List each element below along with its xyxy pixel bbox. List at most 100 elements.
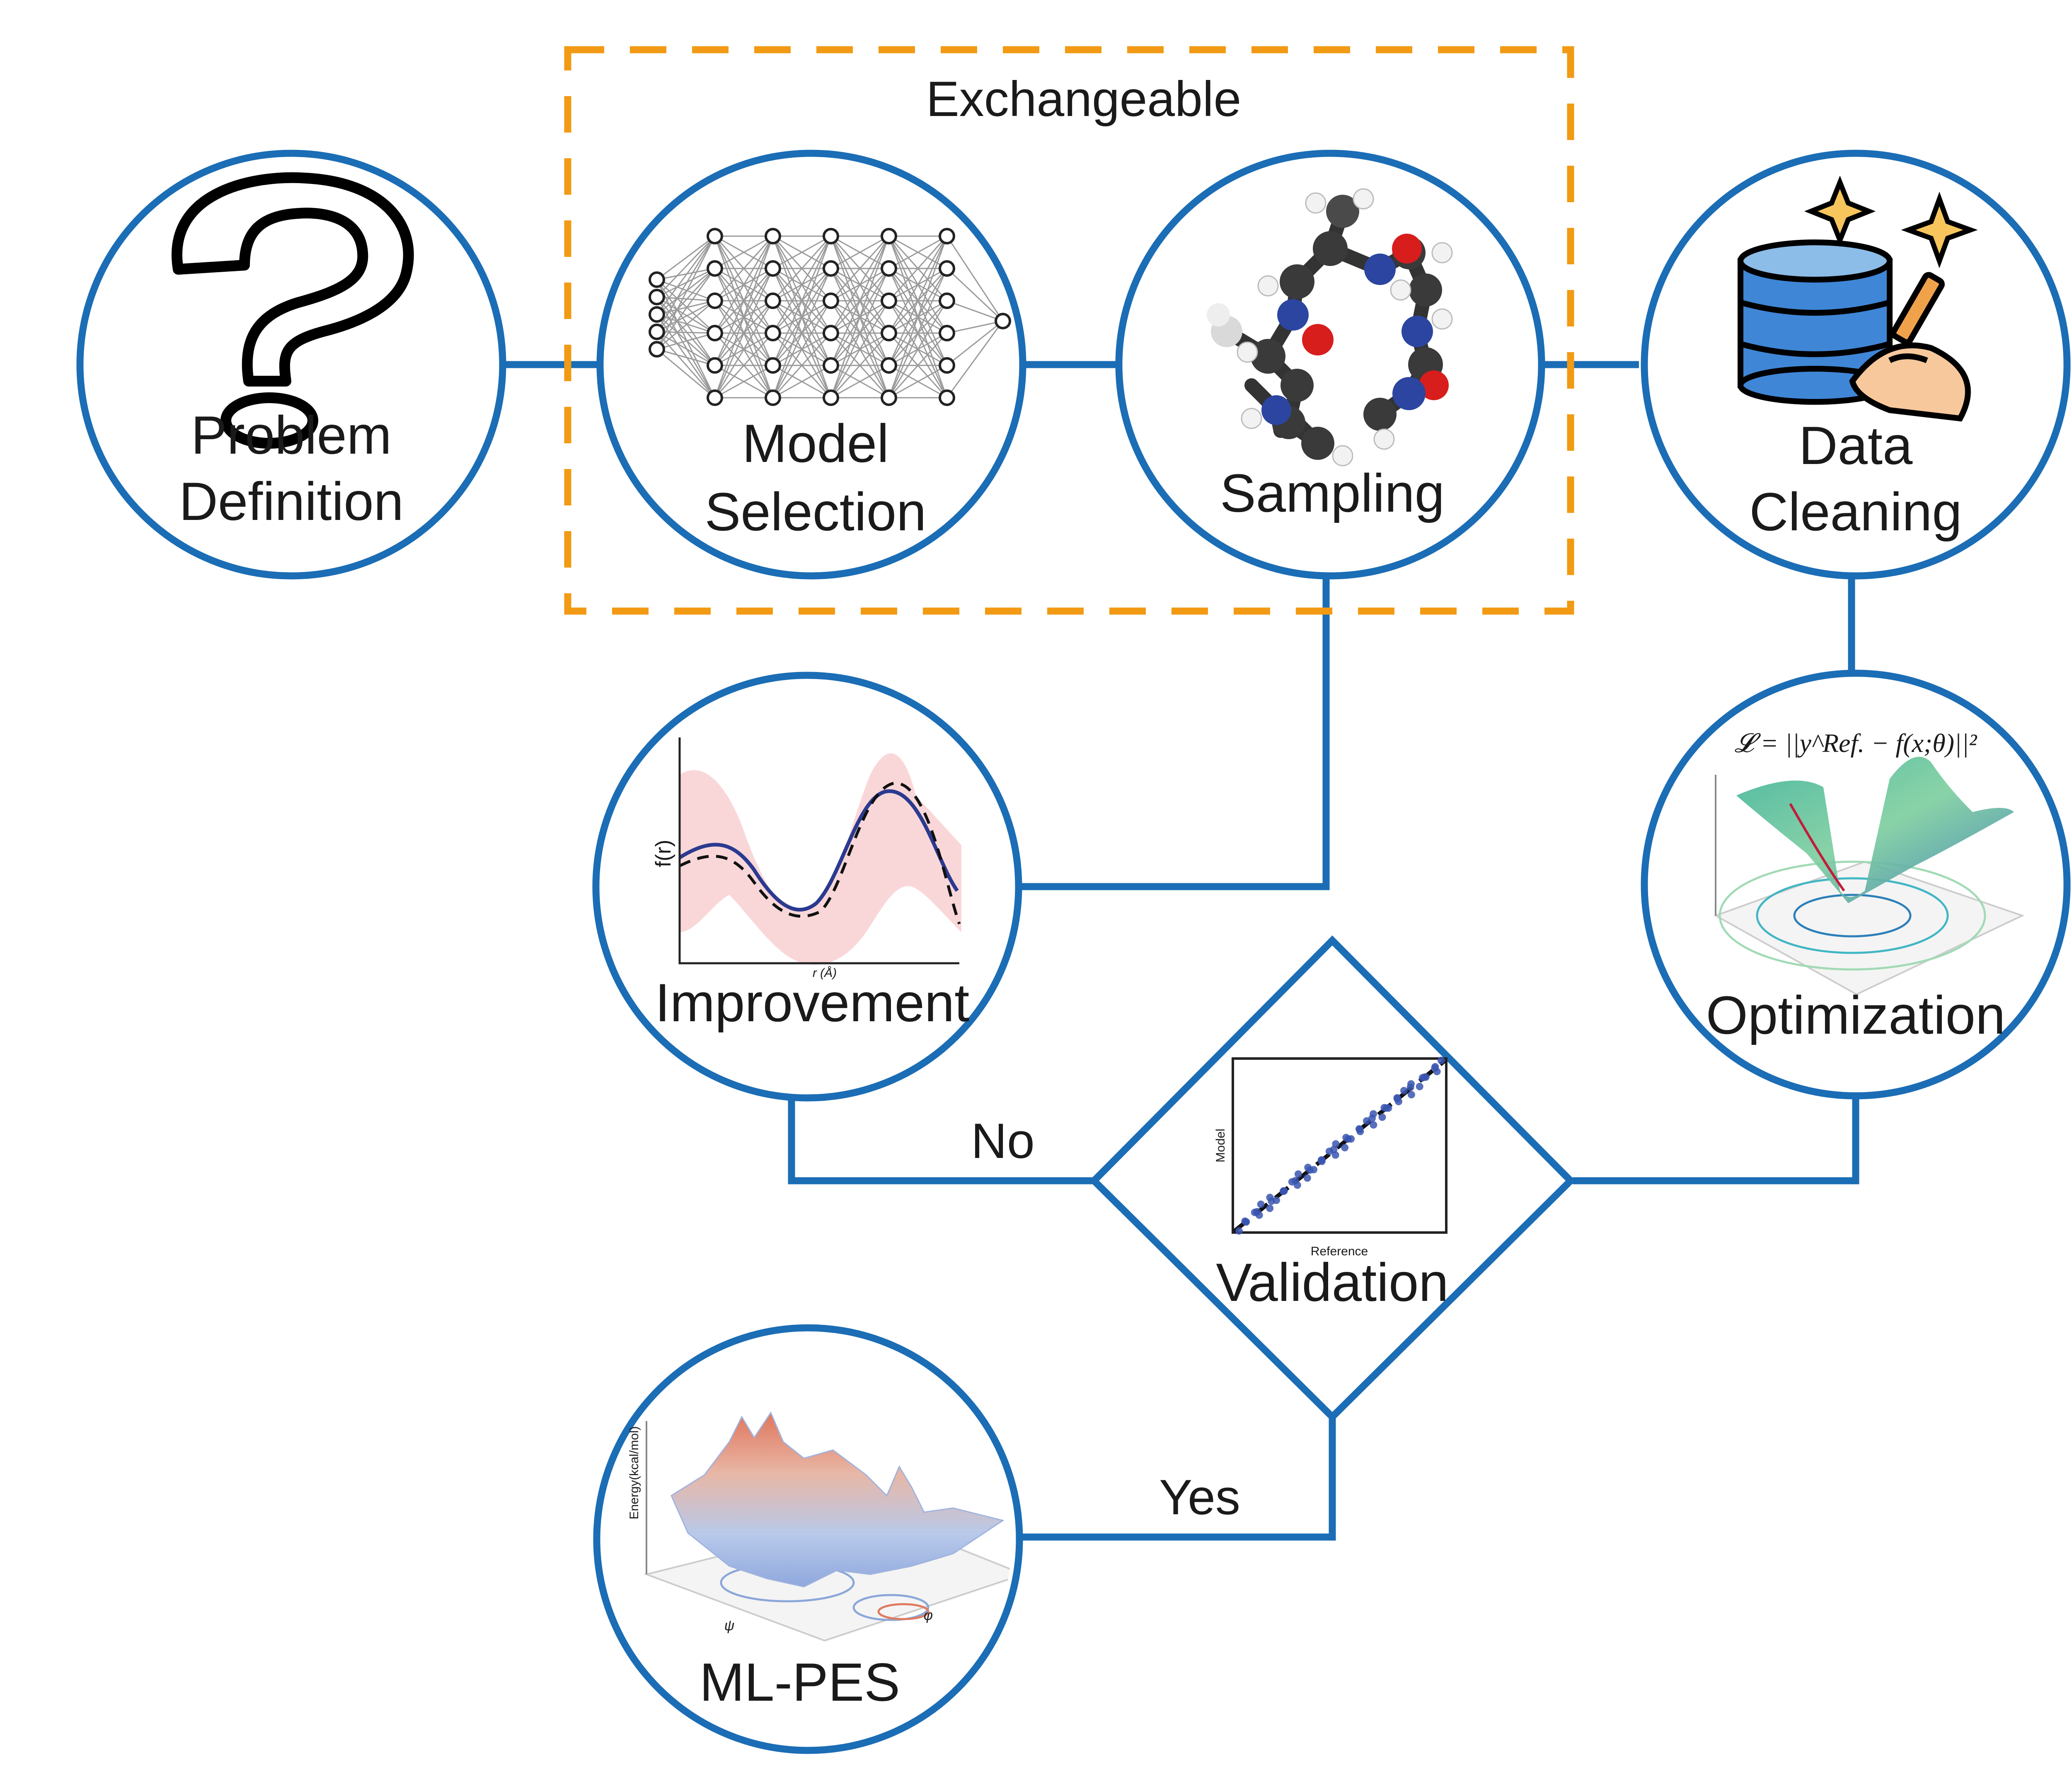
node-improvement[interactable]: r (Å) f(r) Improvement <box>592 672 1022 1102</box>
parity-point <box>1273 1196 1280 1204</box>
nn-edge <box>772 235 832 302</box>
parity-point <box>1385 1104 1392 1112</box>
sampling-label: Sampling <box>1220 463 1445 523</box>
molecule-icon <box>1207 188 1453 467</box>
nn-edge <box>656 300 715 333</box>
nn-node <box>823 260 839 277</box>
nn-edge <box>714 236 774 334</box>
nn-edge <box>656 314 716 398</box>
nn-edge <box>946 300 1003 322</box>
nn-edge <box>714 332 774 399</box>
edge-sampling-improvement <box>1011 578 1330 890</box>
nn-edge <box>888 235 947 269</box>
nn-node <box>649 271 665 288</box>
nn-edge <box>656 236 716 332</box>
loss-surface-icon <box>1714 757 2025 996</box>
nn-edge <box>714 236 774 398</box>
node-model-selection[interactable]: Model Selection <box>596 150 1026 580</box>
nn-edge <box>656 297 716 366</box>
nn-node <box>939 228 955 244</box>
validation-ylabel: Model <box>1214 1129 1227 1163</box>
nn-edge <box>656 331 715 366</box>
node-sampling[interactable]: Sampling <box>1115 150 1545 580</box>
nn-node <box>823 389 839 406</box>
nn-node <box>765 260 781 277</box>
nn-edge <box>656 331 715 334</box>
nn-edge <box>888 332 948 399</box>
edge-optimization-validation <box>1573 1090 1859 1184</box>
nn-node <box>707 357 723 374</box>
energy-surface-icon <box>644 1411 1012 1642</box>
node-optimization[interactable]: 𝓛 = ||y^Ref. − f(x;θ)||² Optimization <box>1641 670 2071 1100</box>
ml-pes-xlabel: ψ <box>724 1618 735 1634</box>
improvement-label: Improvement <box>655 972 970 1033</box>
nn-edge <box>830 300 890 398</box>
node-data-cleaning[interactable]: Data Cleaning <box>1641 150 2071 580</box>
parity-point <box>1416 1083 1423 1090</box>
edge-label-yes: Yes <box>1159 1470 1240 1525</box>
parity-point <box>1303 1174 1311 1182</box>
nn-edge <box>888 236 948 398</box>
parity-point <box>1341 1144 1349 1152</box>
parity-point <box>1330 1146 1338 1153</box>
model-selection-label-line1: Model <box>742 413 889 474</box>
nn-edge <box>656 296 715 302</box>
parity-point <box>1356 1125 1363 1133</box>
nn-edge <box>656 332 715 350</box>
parity-point <box>1257 1200 1265 1208</box>
nn-node <box>823 357 839 374</box>
data-cleaning-label-line2: Cleaning <box>1749 481 1962 542</box>
node-validation[interactable]: Reference Model Validation <box>1089 935 1576 1422</box>
node-ml-pes[interactable]: Energy(kcal/mol) ψ φ ML-PES <box>593 1324 1024 1754</box>
nn-edge <box>656 348 715 366</box>
parity-point <box>1304 1163 1312 1171</box>
nn-node <box>707 260 723 277</box>
nn-node <box>707 228 723 244</box>
nn-node <box>765 325 781 341</box>
nn-node <box>765 389 781 406</box>
nn-edge <box>830 236 890 398</box>
nn-edge <box>830 365 889 399</box>
nn-node <box>765 292 781 309</box>
nn-edge <box>656 296 715 334</box>
exchangeable-group-box <box>564 46 1574 615</box>
uncertainty-band <box>680 753 961 965</box>
problem-definition-label-line2: Definition <box>179 471 404 532</box>
nn-edge <box>830 236 890 334</box>
parity-point <box>1280 1187 1288 1195</box>
nn-edge <box>772 236 832 398</box>
nn-node <box>881 260 897 277</box>
nn-edge <box>714 268 774 398</box>
nn-edge <box>656 331 716 398</box>
parity-point <box>1393 1094 1401 1102</box>
nn-edge <box>830 268 890 398</box>
nn-node <box>939 260 955 277</box>
nn-edge <box>656 235 716 298</box>
parity-point <box>1294 1170 1302 1178</box>
nn-edge <box>656 279 716 398</box>
validation-xlabel: Reference <box>1311 1245 1368 1258</box>
nn-node <box>649 341 665 358</box>
model-selection-label-line2: Selection <box>705 481 927 542</box>
nn-node <box>649 324 665 340</box>
nn-edge <box>888 235 948 302</box>
neural-network-icon <box>649 228 1011 406</box>
node-problem-definition[interactable]: Problem Definition <box>76 150 506 580</box>
problem-definition-label-line1: Problem <box>191 405 392 465</box>
nn-node <box>649 306 665 323</box>
parity-point <box>1347 1135 1355 1143</box>
validation-label: Validation <box>1216 1252 1448 1312</box>
nn-edge <box>656 348 715 399</box>
nn-edge <box>772 365 831 399</box>
nn-edge <box>656 268 716 333</box>
improvement-xlabel: r (Å) <box>813 966 837 980</box>
data-cleaning-label-line1: Data <box>1799 415 1913 476</box>
nn-edge <box>946 321 1004 398</box>
nn-node <box>939 357 955 374</box>
optimization-label: Optimization <box>1706 985 2006 1045</box>
nn-node <box>707 325 723 341</box>
nn-node <box>765 228 781 244</box>
nn-edge <box>656 300 715 350</box>
reference-curve <box>679 781 961 925</box>
